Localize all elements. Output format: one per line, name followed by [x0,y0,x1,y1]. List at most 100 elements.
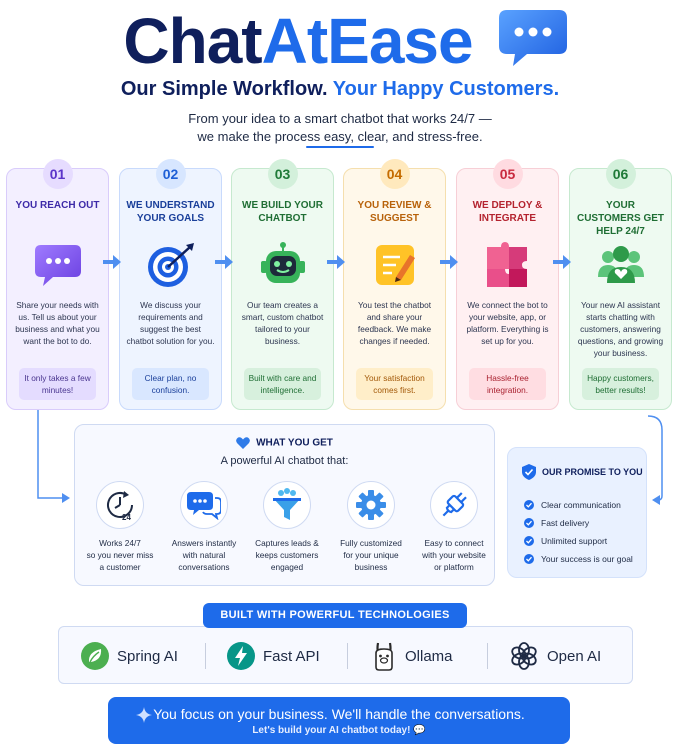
footer-main-text: You focus on your business. We'll handle… [153,706,525,722]
chat-bubble-icon [33,241,83,289]
promise-item-label: Fast delivery [541,518,590,528]
funnel-icon [263,481,311,529]
step-description: We connect the bot to your website, app,… [466,300,549,346]
tagline-line2: we make the process easy, clear, and str… [197,129,483,144]
brand-title-part2: AtEase [261,5,474,77]
shield-check-icon [522,464,536,480]
tech-item-open-ai: Open AI [509,641,601,671]
step-description: Your new AI assistant starts chatting wi… [577,300,664,358]
clock-24-label: 24 [122,513,131,522]
tech-item-ollama: Ollama [371,641,453,671]
check-icon [524,518,534,528]
chat-bubble-logo-icon [497,6,569,66]
what-you-get-title: WHAT YOU GET [256,437,333,449]
feature-label: Answers instantly with natural conversat… [163,537,245,573]
step-title: YOUR CUSTOMERS GET HELP 24/7 [576,200,665,237]
plug-icon [430,481,478,529]
step-title: YOU REVIEW & SUGGEST [357,200,432,224]
arrow-right-icon [440,255,458,269]
brand-header: ChatAtEase [0,6,680,76]
tagline: From your idea to a smart chatbot that w… [150,110,530,146]
feature-line3: engaged [270,562,304,572]
feature-line3: or platform [434,562,474,572]
promise-item: Fast delivery [524,514,633,532]
feature-line1: Answers instantly [171,538,237,548]
step-description: Our team creates a smart, custom chatbot… [241,300,324,346]
feature-line1: Works 24/7 [99,538,141,548]
step-number-badge: 04 [379,159,410,189]
tech-label: Ollama [405,647,453,665]
step-note: Happy customers, better results! [582,368,659,400]
step-description: You test the chatbot and share your feed… [357,300,432,346]
step-card-5: 05 WE DEPLOY & INTEGRATE We connect the … [456,159,559,410]
promise-item: Unlimited support [524,532,633,550]
feature-line2: so you never miss [86,550,154,560]
promise-list: Clear communication Fast delivery Unlimi… [524,496,633,568]
feature-line3: a customer [99,562,141,572]
step-number-badge: 05 [492,159,523,189]
tagline-underline [306,146,374,148]
step-note: Clear plan, no confusion. [132,368,209,400]
feature-line1: Easy to connect [424,538,484,548]
what-you-get-panel: WHAT YOU GET A powerful AI chatbot that:… [74,424,495,586]
brand-title: ChatAtEase [123,5,474,77]
step-card-6: 06 YOUR CUSTOMERS GET HELP 24/7 Your new… [569,159,672,410]
what-you-get-header: WHAT YOU GET [75,437,494,449]
step-title: WE UNDERSTAND YOUR GOALS [126,200,215,224]
arrow-right-icon [103,255,121,269]
feature-label: Works 24/7 so you never miss a customer [79,537,161,573]
target-icon [146,241,196,289]
tech-label: Fast API [263,647,320,665]
what-you-get-subtitle: A powerful AI chatbot that: [220,455,349,467]
footer-sub-text: Let's build your AI chatbot today! 💬 [252,725,426,736]
check-icon [524,554,534,564]
feature-line2: with your website [422,550,486,560]
customers-icon [596,241,646,289]
tech-separator [205,643,206,669]
subtitle-part2: Your Happy Customers. [332,78,560,100]
brand-title-part1: Chat [123,5,262,77]
subtitle: Our Simple Workflow. Your Happy Customer… [0,78,680,101]
step-number-badge: 03 [267,159,298,189]
chat-bubbles-icon [180,481,228,529]
fastapi-bolt-icon [227,642,255,670]
step-description: We discuss your requirements and suggest… [126,300,215,346]
check-icon [524,536,534,546]
feature-item: 24 Works 24/7 so you never miss a custom… [79,481,161,573]
tagline-line1: From your idea to a smart chatbot that w… [188,111,492,126]
step-card-4: 04 YOU REVIEW & SUGGEST You test the cha… [343,159,446,410]
footer-cta[interactable]: You focus on your business. We'll handle… [108,697,570,744]
tech-item-spring-ai: Spring AI [81,641,178,671]
tech-label: Open AI [547,647,602,665]
gear-icon [347,481,395,529]
tech-item-fast-api: Fast API [227,641,320,671]
step-card-1: 01 YOU REACH OUT Share your needs with u… [6,159,109,410]
step-title: WE DEPLOY & INTEGRATE [472,200,543,224]
step-note: Built with care and intelligence. [244,368,321,400]
feature-item: Fully customized for your unique busines… [330,481,412,573]
step-card-2: 02 WE UNDERSTAND YOUR GOALS We discuss y… [119,159,222,410]
arrow-right-icon [215,255,233,269]
promise-header: OUR PROMISE TO YOU [522,464,643,480]
edit-note-icon [370,241,420,289]
feature-line3: conversations [178,562,230,572]
feature-label: Fully customized for your unique busines… [330,537,412,573]
openai-knot-icon [509,641,539,671]
promise-item: Your success is our goal [524,550,633,568]
puzzle-icon [483,241,533,289]
feature-line2: with natural [182,550,226,560]
feature-line1: Fully customized [340,538,402,548]
heart-icon [236,437,250,449]
tech-title-pill: BUILT WITH POWERFUL TECHNOLOGIES [203,603,467,628]
feature-line1: Captures leads & [255,538,319,548]
feature-item: Answers instantly with natural conversat… [163,481,245,573]
subtitle-part1: Our Simple Workflow. [120,78,328,100]
sparkle-icon [136,707,152,723]
step-number-badge: 06 [605,159,636,189]
step-number-badge: 02 [155,159,186,189]
tech-label: Spring AI [117,647,178,665]
step-note: Hassle-free integration. [469,368,546,400]
spring-leaf-icon [81,642,109,670]
check-icon [524,500,534,510]
llama-icon [371,641,397,671]
